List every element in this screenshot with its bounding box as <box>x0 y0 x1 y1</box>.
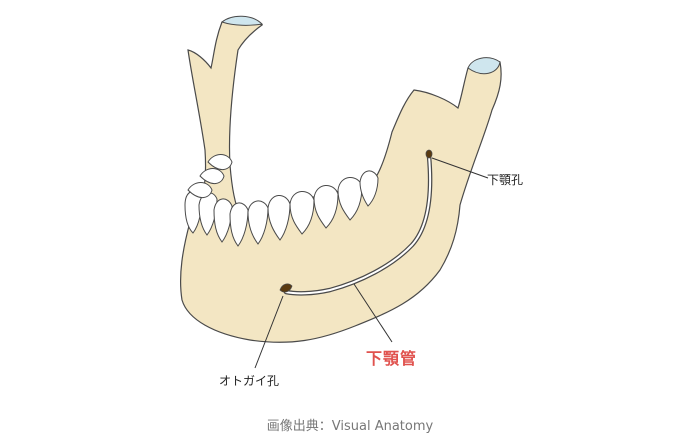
mandible-bone <box>179 17 502 343</box>
mental-foramen-mark <box>279 283 293 293</box>
teeth-row <box>184 170 379 247</box>
condyle-cap-right <box>467 57 501 75</box>
leader-line-foramen <box>431 157 489 179</box>
mandibular-canal-lumen <box>285 155 432 295</box>
mandibular-canal-label: 下顎管 <box>366 349 418 368</box>
leader-line-mental <box>254 295 284 369</box>
mandibular-foramen-mark <box>425 149 433 159</box>
mandibular-foramen-label: 下顎孔 <box>487 173 524 187</box>
molars-upper <box>187 154 233 198</box>
condyle-cap-left <box>220 15 264 26</box>
leader-line-canal <box>353 283 393 343</box>
mental-foramen-label: オトガイ孔 <box>219 374 280 388</box>
image-credit: 画像出典：Visual Anatomy <box>266 419 434 434</box>
